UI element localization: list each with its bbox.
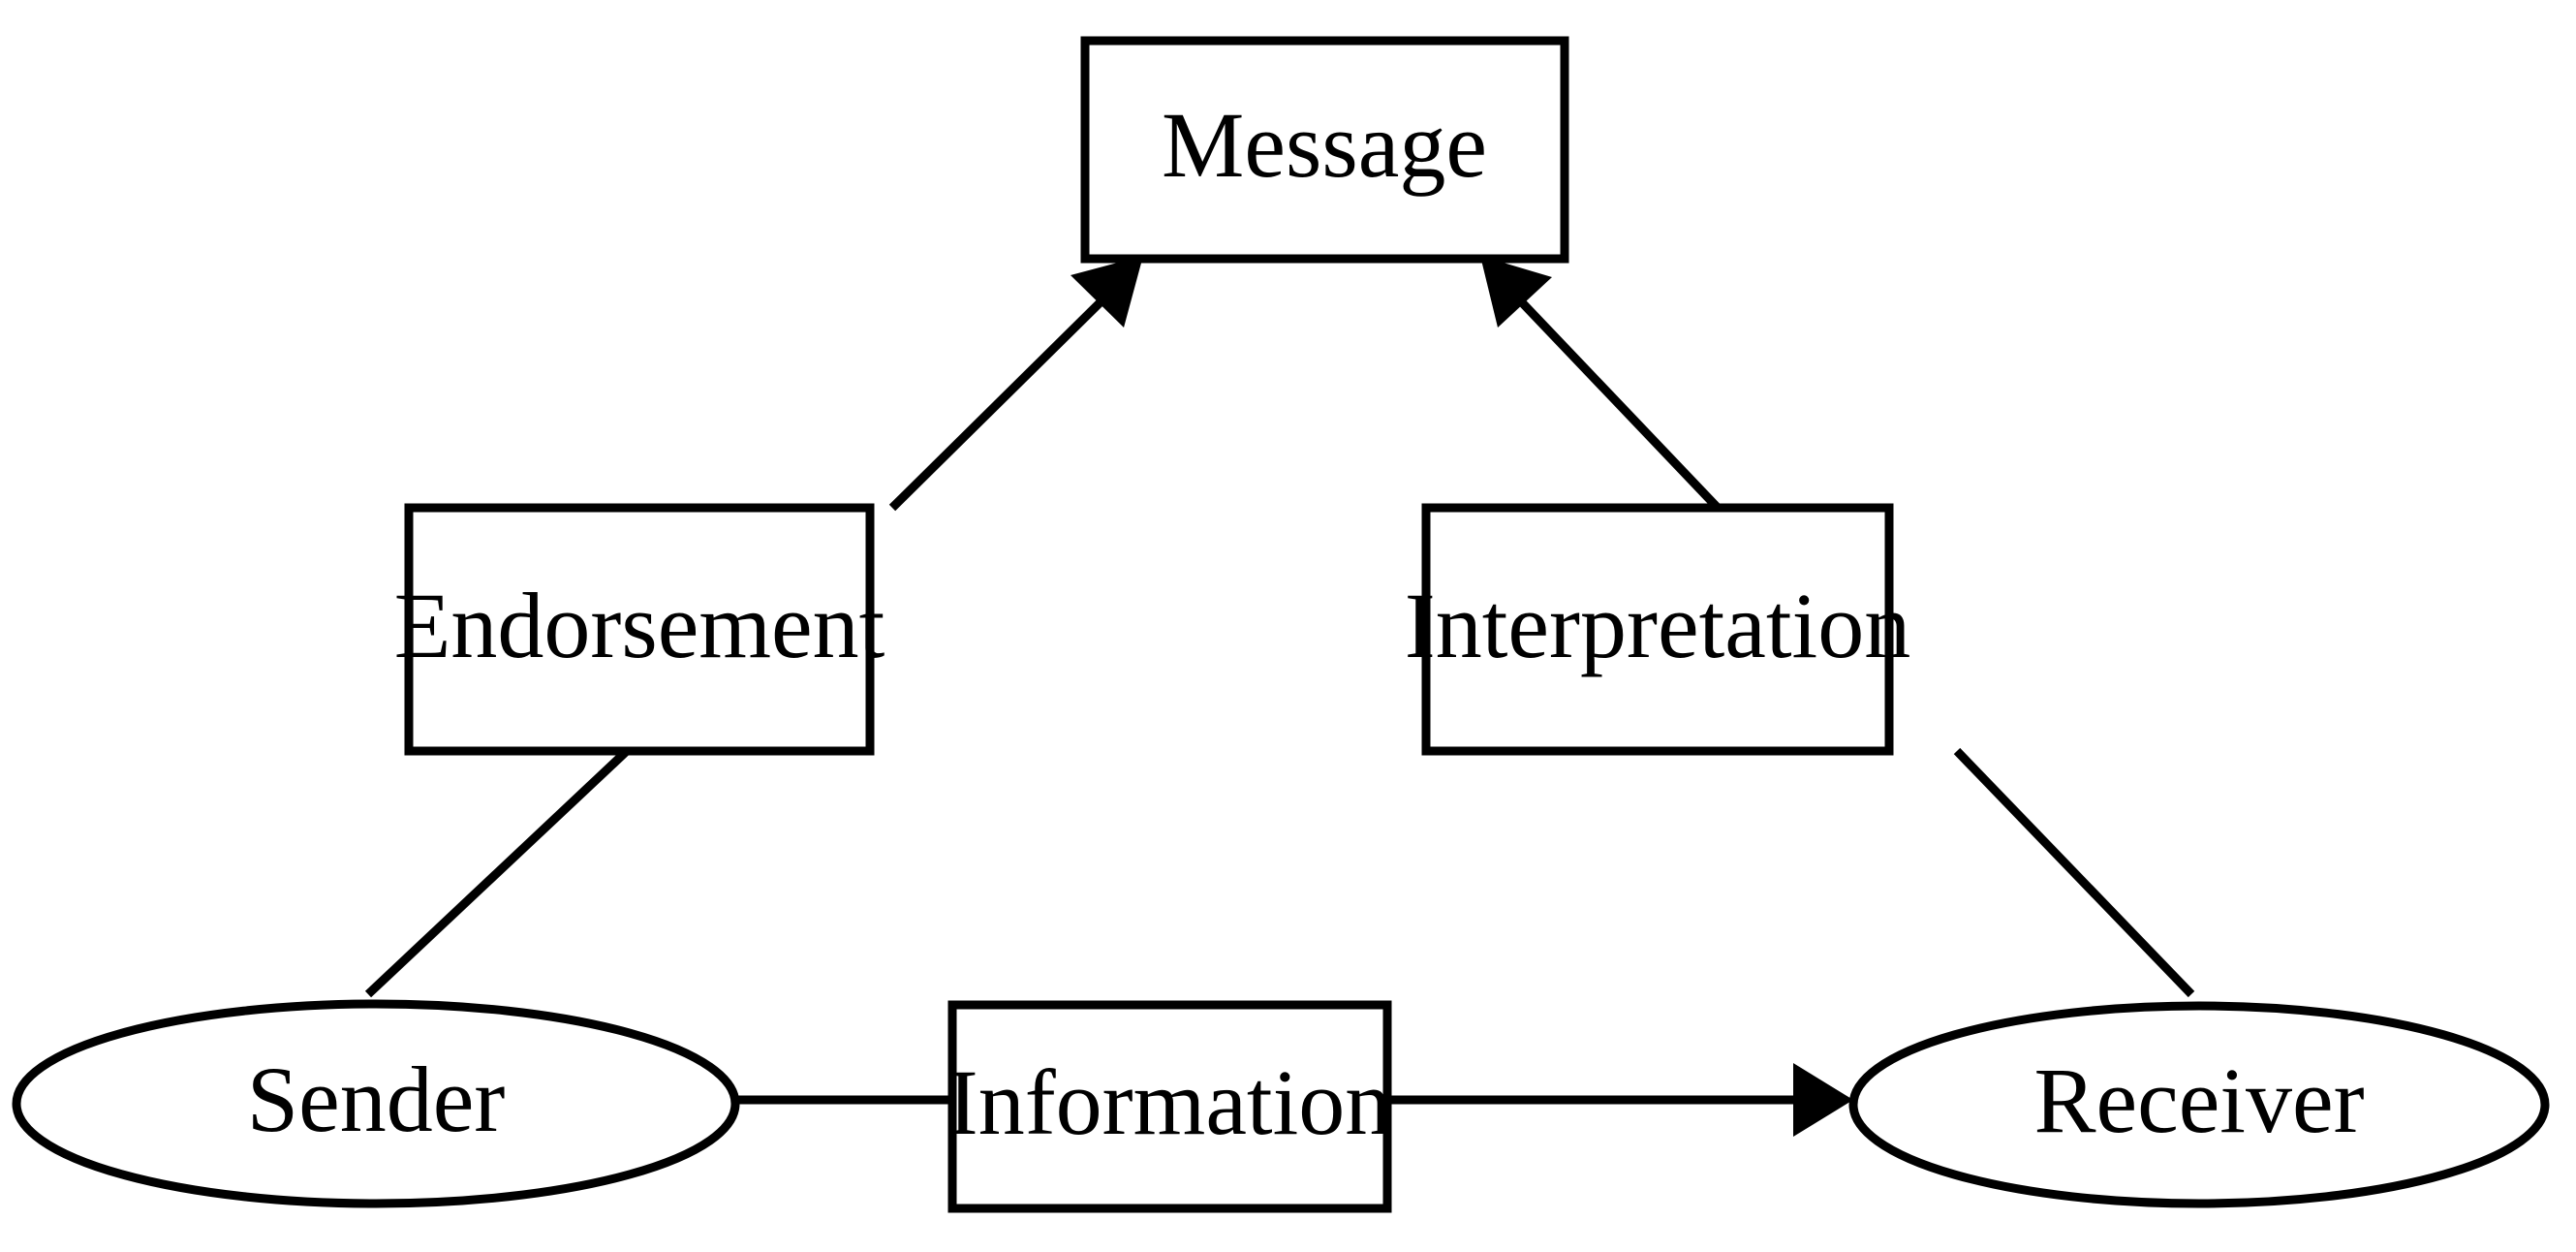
node-sender-label: Sender [247, 1048, 506, 1151]
edge-sender-to-endorsement[interactable] [364, 747, 631, 998]
node-receiver-label: Receiver [2033, 1049, 2364, 1152]
node-endorsement-box [404, 503, 875, 756]
node-endorsement-label: Endorsement [394, 574, 885, 677]
node-sender[interactable]: Sender [12, 999, 740, 1208]
node-information-box [947, 1000, 1392, 1213]
edge-interpretation-to-message[interactable] [1480, 256, 1722, 512]
node-interpretation-box [1421, 503, 1894, 756]
edge-interpretation-to-receiver[interactable] [1953, 747, 2195, 998]
node-interpretation[interactable]: Interpretation [1405, 503, 1910, 756]
node-sender-ellipse [12, 999, 740, 1208]
arrowhead-icon-endorsement-message [1071, 256, 1143, 328]
edge-line-interpretation-receiver [1953, 747, 2195, 998]
node-receiver-ellipse [1848, 1001, 2550, 1208]
edge-information-to-receiver[interactable] [1381, 1063, 1853, 1137]
edge-line-interpretation-message [1496, 275, 1722, 512]
node-information[interactable]: Information [947, 1000, 1392, 1213]
node-endorsement[interactable]: Endorsement [394, 503, 885, 756]
arrowhead-icon-information-receiver [1793, 1063, 1853, 1137]
edge-endorsement-to-message[interactable] [888, 256, 1143, 512]
arrowhead-icon-interpretation-message [1480, 256, 1552, 328]
node-layer: Message Endorsement Interpretation Sende… [12, 36, 2550, 1213]
node-message[interactable]: Message [1080, 36, 1569, 264]
edge-line-endorsement-message [888, 275, 1128, 512]
edge-layer [364, 256, 2195, 1137]
node-interpretation-label: Interpretation [1405, 574, 1910, 677]
node-message-label: Message [1162, 93, 1487, 197]
edge-line-sender-endorsement [364, 747, 631, 998]
node-receiver[interactable]: Receiver [1848, 1001, 2550, 1208]
node-information-label: Information [947, 1050, 1392, 1154]
node-message-box [1080, 36, 1569, 264]
